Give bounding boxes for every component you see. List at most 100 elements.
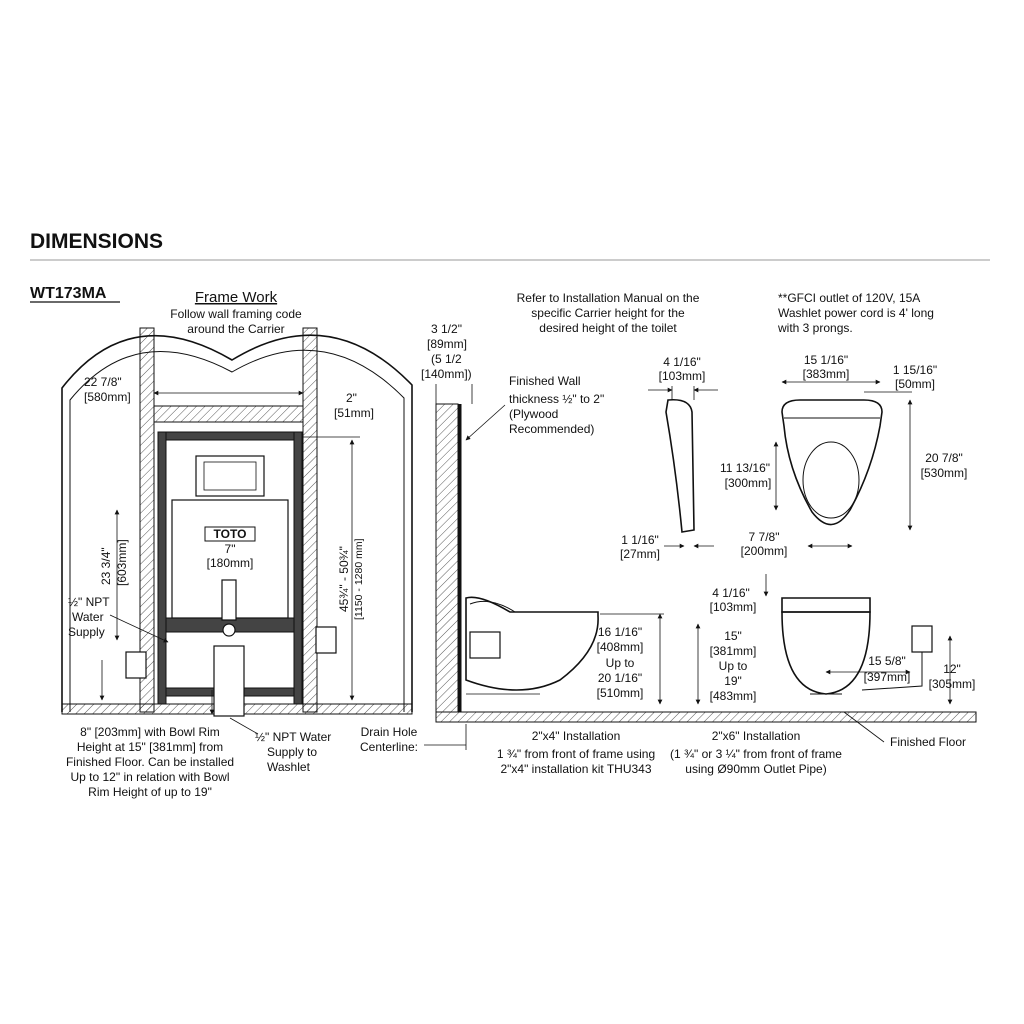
wall-dim-line-3: (5 1/2 bbox=[431, 352, 462, 366]
bowl-front bbox=[781, 611, 871, 695]
finished-floor-slab bbox=[435, 711, 977, 723]
left-electrical-outlet bbox=[125, 651, 147, 679]
flush-plate-opening bbox=[195, 455, 265, 497]
outlet-offset-mm: [397mm] bbox=[864, 670, 911, 684]
outlet-height-mm: [305mm] bbox=[929, 677, 976, 691]
plan-base-inch: 7 7/8" bbox=[749, 530, 780, 544]
install-2x4-line-1: 1 ¾" from front of frame using bbox=[497, 747, 655, 761]
elev-rim-line-1: 15" bbox=[724, 629, 742, 643]
bowl-front-elevation bbox=[695, 574, 953, 743]
npt-supply-line-2: Water bbox=[72, 610, 104, 624]
wall-outline-outer bbox=[61, 334, 413, 712]
gfci-note-line-3: with 3 prongs. bbox=[777, 321, 853, 335]
right-electrical-outlet bbox=[315, 626, 337, 654]
bowl-note-line-1: 8" [203mm] with Bowl Rim bbox=[80, 725, 220, 739]
washlet-supply-line-3: Washlet bbox=[267, 760, 311, 774]
plan-bowl-mm: [300mm] bbox=[725, 476, 772, 490]
brand-badge bbox=[204, 526, 256, 542]
finished-floor-leader bbox=[843, 711, 885, 743]
npt-supply-leader bbox=[109, 614, 169, 643]
install-2x6-line-2: using Ø90mm Outlet Pipe) bbox=[685, 762, 826, 776]
side-section-view bbox=[435, 403, 977, 723]
model-number: WT173MA bbox=[30, 285, 107, 302]
rim-height-line-5: [510mm] bbox=[597, 686, 644, 700]
seat-plan-view bbox=[773, 379, 913, 549]
plan-length-mm: [530mm] bbox=[921, 466, 968, 480]
install-2x4-line-2: 2"x4" installation kit THU343 bbox=[500, 762, 651, 776]
drain-label-line-1: Drain Hole bbox=[361, 725, 418, 739]
plan-lip-mm: [50mm] bbox=[895, 377, 935, 391]
plan-width-inch: 15 1/16" bbox=[804, 353, 848, 367]
elev-rim-line-3: Up to bbox=[719, 659, 748, 673]
seat-side-shape bbox=[665, 398, 695, 533]
elev-seat-mm: [103mm] bbox=[710, 600, 757, 614]
plan-lip-inch: 1 15/16" bbox=[893, 363, 937, 377]
washlet-side-box bbox=[469, 631, 501, 659]
frame-work-title: Frame Work bbox=[195, 289, 278, 306]
side-top-inch: 4 1/16" bbox=[663, 355, 701, 369]
outlet-dim-inch: 7" bbox=[225, 542, 236, 556]
washlet-supply-leader bbox=[229, 717, 259, 735]
flush-plate bbox=[203, 461, 257, 491]
elev-rim-line-5: [483mm] bbox=[710, 689, 757, 703]
top-dim-inch: 2" bbox=[346, 391, 357, 405]
elev-seat-inch: 4 1/16" bbox=[712, 586, 750, 600]
frame-work-note-line-1: Follow wall framing code bbox=[170, 307, 302, 321]
install-2x4-title: 2"x4" Installation bbox=[532, 729, 621, 743]
finished-wall-line-4: Recommended) bbox=[509, 422, 594, 436]
washlet-supply-line-2: Supply to bbox=[267, 745, 317, 759]
washlet-outlet bbox=[911, 625, 933, 653]
page-title: DIMENSIONS bbox=[30, 230, 163, 253]
plan-bowl-inch: 11 13/16" bbox=[720, 461, 770, 475]
side-bottom-mm: [27mm] bbox=[620, 547, 660, 561]
finished-wall-line-2: thickness ½" to 2" bbox=[509, 392, 604, 406]
frame-work-front-view: TOTO bbox=[61, 327, 413, 717]
plan-base-mm: [200mm] bbox=[741, 544, 788, 558]
rim-height-line-3: Up to bbox=[606, 656, 635, 670]
top-dim-mm: [51mm] bbox=[334, 406, 374, 420]
water-valve bbox=[222, 623, 236, 637]
width-dim-mm: [580mm] bbox=[84, 390, 131, 404]
supply-height-inch: 23 3/4" bbox=[99, 547, 113, 585]
flush-pipe bbox=[221, 579, 237, 621]
seat-front bbox=[781, 597, 871, 613]
wall-outline-inner bbox=[69, 349, 405, 712]
elev-rim-line-2: [381mm] bbox=[710, 644, 757, 658]
wall-section bbox=[435, 403, 459, 713]
side-top-mm: [103mm] bbox=[659, 369, 706, 383]
carrier-right-leg bbox=[293, 431, 303, 705]
brand-logo-text: TOTO bbox=[214, 527, 247, 541]
finished-floor-label: Finished Floor bbox=[890, 735, 966, 749]
carrier-left-leg bbox=[157, 431, 167, 705]
carrier-top-bar bbox=[165, 431, 295, 441]
rim-height-line-4: 20 1/16" bbox=[598, 671, 642, 685]
rim-height-line-1: 16 1/16" bbox=[598, 625, 642, 639]
npt-supply-line-1: ½" NPT bbox=[68, 595, 110, 609]
right-stud bbox=[302, 327, 318, 713]
side-bottom-inch: 1 1/16" bbox=[621, 533, 659, 547]
seat-opening bbox=[802, 441, 860, 519]
drain-label-line-2: Centerline: bbox=[360, 740, 418, 754]
plan-width-mm: [383mm] bbox=[803, 367, 850, 381]
height-dim-mm: [1150 - 1280 mm] bbox=[353, 538, 365, 620]
washlet-supply-line-1: ½" NPT Water bbox=[255, 730, 331, 744]
manual-note-line-2: specific Carrier height for the bbox=[531, 306, 685, 320]
bowl-note-line-3: Finished Floor. Can be installed bbox=[66, 755, 234, 769]
manual-note-line-3: desired height of the toilet bbox=[539, 321, 677, 335]
npt-supply-line-3: Supply bbox=[68, 625, 105, 639]
gfci-note-line-1: **GFCI outlet of 120V, 15A bbox=[778, 291, 920, 305]
elev-rim-line-4: 19" bbox=[724, 674, 742, 688]
bowl-note-line-5: Rim Height of up to 19" bbox=[88, 785, 212, 799]
bowl-note-line-2: Height at 15" [381mm] from bbox=[77, 740, 223, 754]
width-dim-inch: 22 7/8" bbox=[84, 375, 122, 389]
seat-lid-side bbox=[469, 600, 516, 613]
wall-dim-line-1: 3 1/2" bbox=[431, 322, 462, 336]
finished-wall-line-3: (Plywood bbox=[509, 407, 558, 421]
finished-wall-line-1: Finished Wall bbox=[509, 374, 581, 388]
bowl-note-line-4: Up to 12" in relation with Bowl bbox=[70, 770, 229, 784]
power-cord bbox=[861, 652, 923, 691]
install-2x6-title: 2"x6" Installation bbox=[712, 729, 801, 743]
seat-side-profile bbox=[648, 386, 718, 549]
supply-height-mm: [603mm] bbox=[115, 539, 129, 586]
